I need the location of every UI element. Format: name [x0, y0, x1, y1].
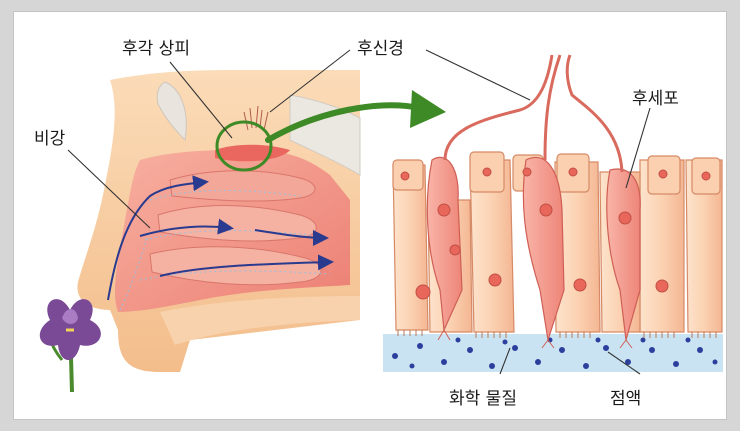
magnifier-circle — [215, 120, 273, 172]
cilia — [397, 330, 717, 338]
mucus-dots — [392, 337, 718, 369]
zoom-arrow-head — [410, 90, 446, 128]
leader-olfactory-nerve-right — [425, 49, 531, 101]
leader-olfactory-epithelium — [169, 61, 233, 139]
nasal-bone — [156, 81, 187, 142]
olfactory-cell — [426, 156, 463, 333]
leader-lines — [67, 49, 651, 375]
olfactory-cilia — [437, 329, 633, 349]
middle-turbinate — [157, 205, 317, 242]
airflow-arrow — [254, 229, 329, 246]
leader-nasal-cavity — [67, 149, 151, 229]
olfactory-nerve-axons — [443, 54, 624, 173]
airflow-arrow — [159, 254, 334, 277]
iris-flower — [39, 299, 101, 393]
leader-olfactory-cell — [625, 107, 651, 189]
zoom-arrow — [265, 102, 423, 143]
label-olfactory-nerve: 후신경 — [357, 39, 404, 59]
olfactory-cells — [426, 156, 641, 341]
leader-chemical-substance — [499, 347, 511, 375]
label-olfactory-cell: 후세포 — [632, 89, 679, 109]
leader-olfactory-nerve-left — [269, 49, 351, 113]
cell-nuclei — [400, 167, 711, 300]
label-nasal-cavity: 비강 — [34, 129, 66, 149]
skull-bone — [289, 94, 361, 176]
label-mucus: 점액 — [610, 389, 641, 409]
olfactory-epithelium-detail — [383, 54, 723, 372]
leader-mucus — [607, 351, 641, 375]
label-chemical-substance: 화학 물질 — [449, 389, 517, 409]
airflow-arrow — [107, 175, 209, 301]
airflow-arrow — [139, 218, 234, 237]
olfactory-cell — [522, 156, 565, 341]
palate — [160, 296, 360, 345]
nose-cross-section — [77, 70, 361, 372]
airflow-arrows — [107, 175, 334, 301]
mucus-layer — [383, 334, 723, 372]
label-olfactory-epithelium: 후각 상피 — [122, 39, 190, 59]
